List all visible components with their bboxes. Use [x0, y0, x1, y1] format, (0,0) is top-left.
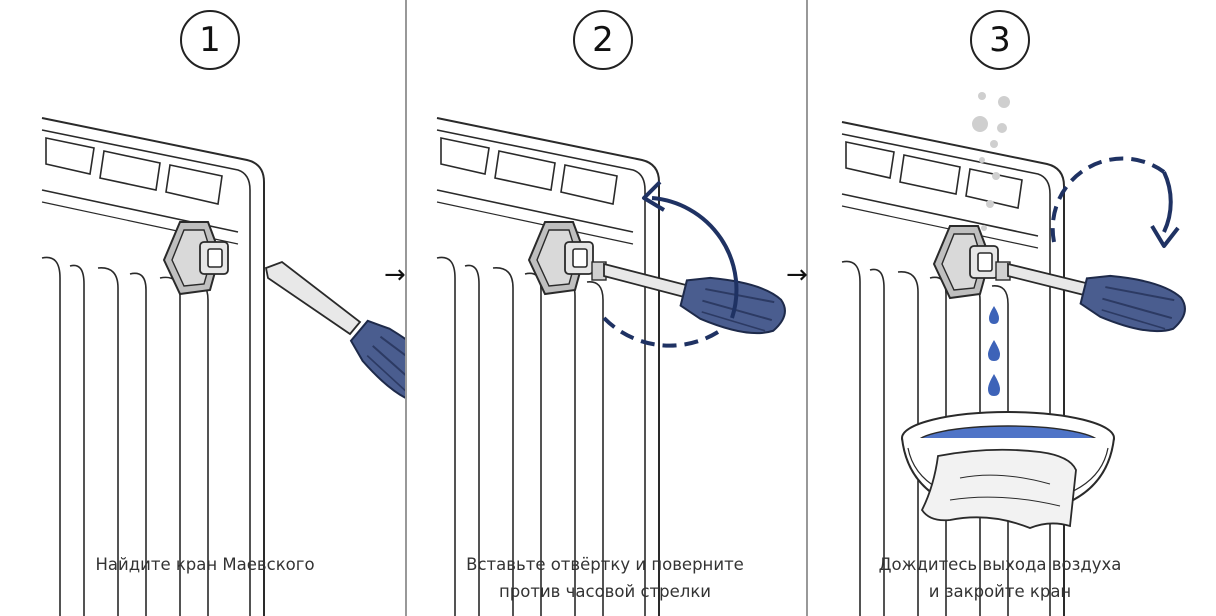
caption-line: Дождитесь выхода воздуха [878, 555, 1122, 574]
screwdriver-icon [264, 260, 405, 417]
step-1-caption: Найдите кран Маевского [40, 551, 370, 578]
cloth-icon [920, 448, 1077, 529]
bleed-valve-icon [163, 221, 229, 295]
air-bubbles-icon [972, 92, 1010, 231]
counterclockwise-arrow-icon [602, 180, 739, 348]
next-step-arrow-icon: → [384, 260, 406, 290]
screwdriver-icon [591, 261, 791, 343]
caption-line: против часовой стрелки [498, 582, 712, 601]
step-1-number: 1 [180, 10, 240, 70]
panel-3-art [841, 92, 1191, 616]
rotation-arrow-icon [1050, 156, 1180, 248]
radiator-icon [41, 117, 265, 616]
step-3-number: 3 [970, 10, 1030, 70]
radiator-icon [436, 117, 660, 616]
caption-line: Вставьте отвёртку и поверните [466, 555, 744, 574]
panel-1-art [41, 117, 405, 616]
screwdriver-icon [995, 261, 1191, 341]
step-2-number: 2 [573, 10, 633, 70]
radiator-icon [841, 121, 1065, 616]
step-2-caption: Вставьте отвёртку и поверните против час… [440, 551, 770, 605]
caption-line: и закройте кран [928, 582, 1072, 601]
step-3-caption: Дождитесь выхода воздуха и закройте кран [835, 551, 1165, 605]
caption-line: Найдите кран Маевского [95, 555, 315, 574]
next-step-arrow-icon: → [786, 260, 808, 290]
panel-2-art [436, 117, 791, 616]
